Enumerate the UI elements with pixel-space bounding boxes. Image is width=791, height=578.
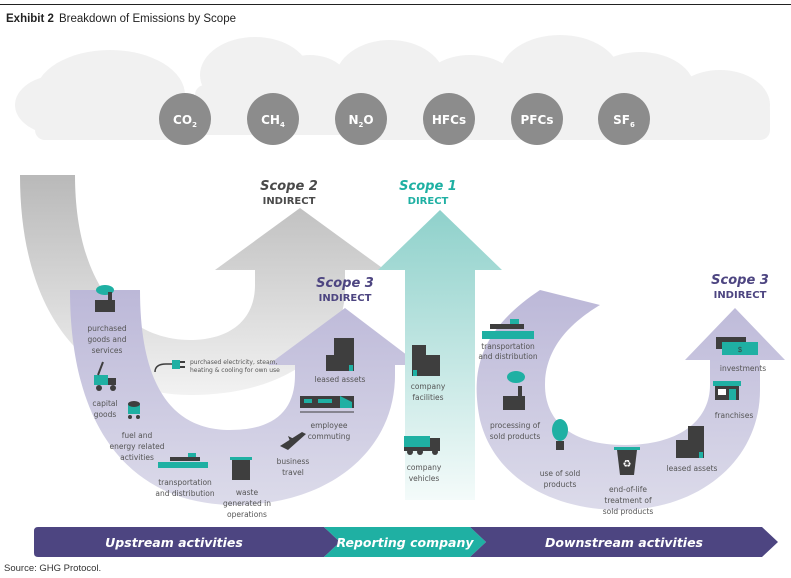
label-downstream-leased: leased assets [667, 464, 718, 473]
gas-n2o: N2O [335, 93, 387, 145]
cloud-layer [15, 35, 770, 140]
band-upstream [34, 527, 340, 557]
scope3-downstream-title: Scope 3 [711, 273, 769, 288]
scope1-subtitle: DIRECT [408, 196, 449, 207]
band-upstream-label: Upstream activities [105, 535, 243, 550]
svg-text:N2O: N2O [348, 113, 373, 129]
building-icon [676, 426, 704, 458]
scope1-title: Scope 1 [399, 179, 457, 194]
svg-text:♻: ♻ [623, 459, 632, 470]
band-downstream-label: Downstream activities [545, 535, 703, 550]
top-rule [0, 4, 791, 5]
light-bulb-icon [552, 419, 568, 450]
scope3-upstream-subtitle: INDIRECT [319, 293, 372, 304]
svg-text:HFCs: HFCs [432, 113, 466, 127]
coal-cart-icon [128, 401, 140, 419]
gas-sf6: SF6 [598, 93, 650, 145]
scope3-downstream-subtitle: INDIRECT [714, 290, 767, 301]
svg-text:$: $ [738, 347, 742, 354]
band-downstream [470, 527, 778, 557]
gas-hfcs: HFCs [423, 93, 475, 145]
scope2-item-line2: heating & cooling for own use [190, 367, 280, 374]
label-franchises: franchises [715, 411, 754, 420]
svg-text:CO2: CO2 [173, 113, 197, 129]
scope2-subtitle: INDIRECT [263, 196, 316, 207]
svg-text:PFCs: PFCs [521, 113, 554, 127]
svg-text:SF6: SF6 [613, 113, 635, 129]
scope2-title: Scope 2 [260, 179, 318, 194]
band-reporting-label: Reporting company [336, 535, 474, 550]
crane-truck-icon [94, 361, 116, 391]
band-reporting [324, 527, 486, 557]
scope2-item-line1: purchased electricity, steam, [190, 359, 277, 366]
activity-band: Upstream activities Reporting company Do… [34, 527, 778, 557]
factory-icon [95, 285, 115, 312]
scope3-upstream-title: Scope 3 [316, 276, 374, 291]
plug-icon [154, 360, 185, 373]
scope3-downstream-arrow [476, 290, 785, 510]
building-icon [326, 338, 354, 371]
dumpster-icon [230, 457, 252, 480]
exhibit-label: Exhibit 2 [6, 13, 54, 25]
gas-circles: CO2 CH4 N2O HFCs PFCs SF6 [159, 93, 650, 145]
factory-icon [503, 371, 525, 410]
ship-icon [158, 453, 208, 468]
money-icon: $ [716, 337, 758, 355]
train-icon [300, 396, 354, 413]
gas-ch4: CH4 [247, 93, 299, 145]
label-investments: investments [720, 364, 766, 373]
building-icon [412, 345, 440, 376]
storefront-icon [713, 381, 741, 400]
recycle-bin-icon: ♻ [614, 447, 640, 475]
label-upstream-leased: leased assets [315, 375, 366, 384]
airplane-icon [280, 432, 306, 450]
scope3-upstream-arrow [70, 290, 420, 505]
title-text: Breakdown of Emissions by Scope [58, 13, 236, 25]
ship-icon [482, 319, 534, 339]
gas-pfcs: PFCs [511, 93, 563, 145]
gas-co2: CO2 [159, 93, 211, 145]
source-note: Source: GHG Protocol. [4, 563, 102, 574]
svg-text:CH4: CH4 [261, 113, 285, 129]
truck-icon [404, 436, 440, 455]
exhibit-title: Exhibit 2 Breakdown of Emissions by Scope [6, 13, 236, 25]
